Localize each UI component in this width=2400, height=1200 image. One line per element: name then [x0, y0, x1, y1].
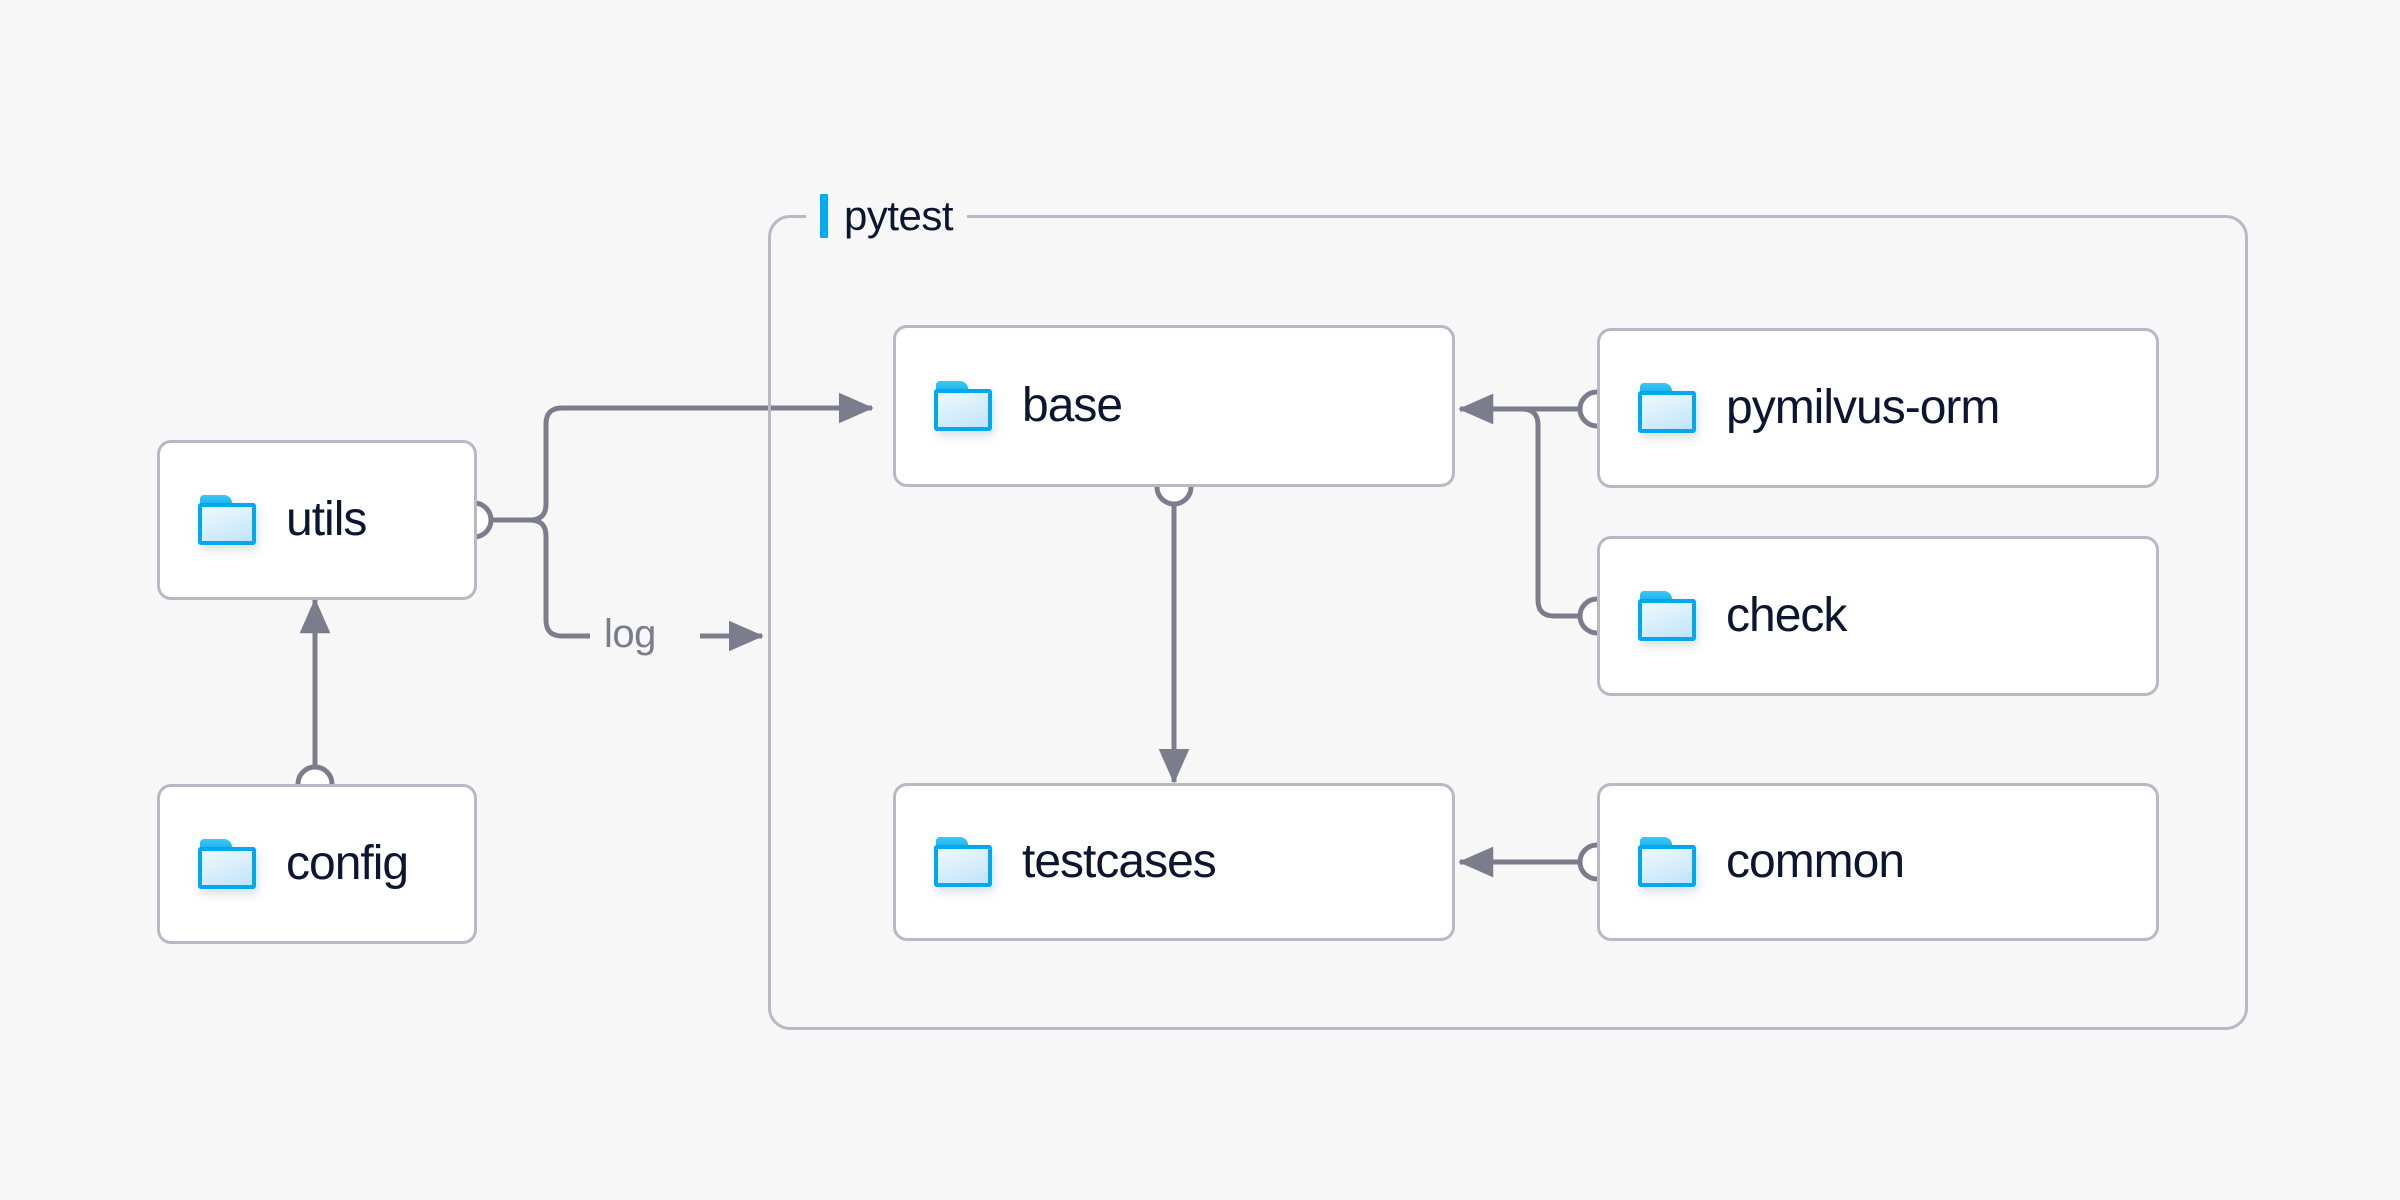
node-utils[interactable]: utils: [157, 440, 477, 600]
edge-config-to-utils: [295, 598, 335, 804]
node-pymilvus-orm-label: pymilvus-orm: [1726, 381, 2000, 434]
folder-icon: [934, 381, 992, 431]
node-config-label: config: [286, 837, 409, 890]
node-utils-label: utils: [286, 493, 367, 546]
node-config[interactable]: config: [157, 784, 477, 944]
node-pymilvus-orm[interactable]: pymilvus-orm: [1597, 328, 2159, 488]
group-pytest-label: pytest: [806, 190, 968, 242]
node-base-label: base: [1022, 379, 1123, 432]
accent-bar-icon: [820, 194, 828, 238]
node-base[interactable]: base: [893, 325, 1455, 487]
node-common-label: common: [1726, 835, 1905, 888]
folder-icon: [198, 839, 256, 889]
node-check[interactable]: check: [1597, 536, 2159, 696]
folder-icon: [1638, 383, 1696, 433]
folder-icon: [198, 495, 256, 545]
folder-icon: [1638, 837, 1696, 887]
node-check-label: check: [1726, 589, 1847, 642]
group-pytest: [768, 215, 2248, 1030]
node-testcases[interactable]: testcases: [893, 783, 1455, 941]
folder-icon: [934, 837, 992, 887]
group-pytest-label-text: pytest: [844, 192, 954, 239]
node-common[interactable]: common: [1597, 783, 2159, 941]
node-testcases-label: testcases: [1022, 835, 1217, 888]
edge-label-log: log: [604, 612, 656, 656]
folder-icon: [1638, 591, 1696, 641]
